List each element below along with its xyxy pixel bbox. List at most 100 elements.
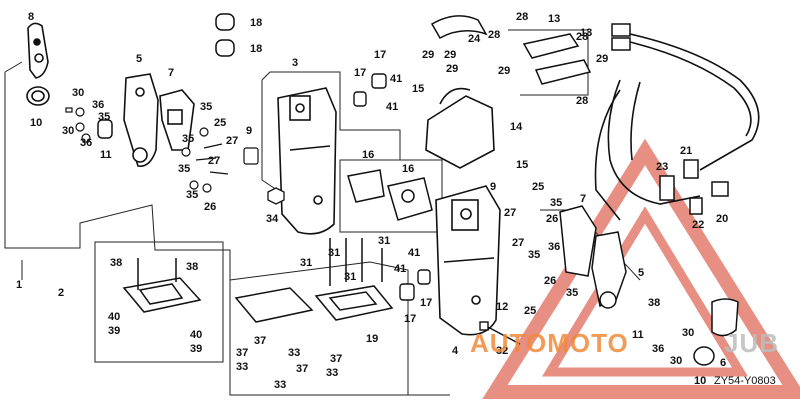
wire-harness	[594, 33, 760, 221]
callout-part-15: 15	[412, 83, 424, 95]
plate-part-16	[347, 169, 433, 221]
callout-part-30: 30	[62, 125, 74, 137]
arm-part-5-right	[591, 231, 627, 309]
cover-part-24	[430, 15, 488, 40]
callout-part-17: 17	[420, 297, 432, 309]
callout-part-13: 13	[548, 13, 560, 25]
bracket-part-17	[353, 73, 431, 301]
control-lever-part-8	[27, 22, 49, 79]
callout-part-11: 11	[632, 329, 644, 341]
callout-part-37: 37	[296, 363, 308, 375]
callout-part-31: 31	[344, 271, 356, 283]
callout-part-1: 1	[16, 279, 22, 291]
callout-part-29: 29	[422, 49, 434, 61]
callout-part-35: 35	[186, 189, 198, 201]
callout-part-33: 33	[274, 379, 286, 391]
callout-part-41: 41	[390, 73, 402, 85]
callout-part-9: 9	[490, 181, 496, 193]
callout-part-14: 14	[510, 121, 523, 133]
callout-part-18: 18	[250, 17, 262, 29]
callout-part-35: 35	[178, 163, 190, 175]
arm-part-5-left	[123, 73, 159, 167]
callout-part-40: 40	[108, 311, 120, 323]
callout-part-25: 25	[524, 305, 536, 317]
bolt-part-32	[479, 321, 521, 345]
callout-part-35: 35	[550, 197, 562, 209]
callout-part-39: 39	[108, 325, 120, 337]
callout-part-26: 26	[204, 201, 216, 213]
callout-part-23: 23	[656, 161, 668, 173]
callout-part-39: 39	[190, 343, 202, 355]
callout-part-10: 10	[694, 375, 706, 387]
callout-part-29: 29	[596, 53, 608, 65]
callout-part-28: 28	[488, 29, 500, 41]
callout-part-7: 7	[580, 193, 586, 205]
callout-part-20: 20	[716, 213, 728, 225]
callout-part-2: 2	[58, 287, 64, 299]
callout-part-13: 13	[580, 27, 592, 39]
callout-part-35: 35	[566, 287, 578, 299]
callout-part-37: 37	[254, 335, 266, 347]
bracket-part-7-right	[559, 205, 597, 277]
callout-part-33: 33	[326, 367, 338, 379]
diagram-code: ZY54-Y0803	[714, 375, 776, 387]
callout-part-16: 16	[402, 163, 414, 175]
housing-part-3	[277, 87, 337, 235]
watermark-word-grey: JUB	[724, 328, 779, 358]
callout-part-30: 30	[670, 355, 682, 367]
grip-part-10-left	[26, 86, 50, 106]
plate-part-19	[234, 238, 394, 323]
callout-part-30: 30	[682, 327, 694, 339]
callout-labels: 8 10 5 7 30 36 35 30 36 11 35 25 27 35 2…	[16, 11, 728, 391]
bolts-left-cluster	[65, 107, 259, 193]
callout-part-27: 27	[512, 237, 524, 249]
callout-part-17: 17	[354, 67, 366, 79]
callout-part-28: 28	[516, 11, 528, 23]
callout-part-9: 9	[246, 125, 252, 137]
callout-part-41: 41	[408, 247, 420, 259]
callout-part-12: 12	[496, 301, 508, 313]
callout-part-41: 41	[386, 101, 398, 113]
callout-part-17: 17	[374, 49, 386, 61]
callout-part-35: 35	[200, 101, 212, 113]
callout-part-3: 3	[292, 57, 298, 69]
callout-part-24: 24	[468, 33, 481, 45]
callout-part-31: 31	[378, 235, 390, 247]
callout-part-19: 19	[366, 333, 378, 345]
callout-part-18: 18	[250, 43, 262, 55]
bracket-part-13	[522, 33, 592, 85]
callout-part-36: 36	[92, 99, 104, 111]
callout-part-26: 26	[544, 275, 556, 287]
callout-part-16: 16	[362, 149, 374, 161]
callout-part-35: 35	[98, 111, 110, 123]
callout-part-36: 36	[548, 241, 560, 253]
callout-part-5: 5	[638, 267, 644, 279]
callout-part-7: 7	[168, 67, 174, 79]
callout-part-27: 27	[226, 135, 238, 147]
callout-part-35: 35	[528, 249, 540, 261]
callout-part-38: 38	[186, 261, 198, 273]
callout-part-22: 22	[692, 219, 704, 231]
grommet-part-18	[215, 13, 235, 57]
callout-part-11: 11	[100, 149, 112, 161]
callout-part-36: 36	[80, 137, 92, 149]
callout-part-35: 35	[182, 133, 194, 145]
callout-part-27: 27	[504, 207, 516, 219]
callout-part-27: 27	[208, 155, 220, 167]
callout-part-40: 40	[190, 329, 202, 341]
callout-part-26: 26	[546, 213, 558, 225]
callout-part-28: 28	[576, 31, 588, 43]
callout-part-5: 5	[136, 53, 142, 65]
watermark-word-orange: AUTOMOTO	[470, 328, 629, 358]
callout-part-37: 37	[330, 353, 342, 365]
nut-part-34	[267, 187, 285, 205]
callout-part-36: 36	[652, 343, 664, 355]
callout-part-10: 10	[30, 117, 42, 129]
callout-part-33: 33	[288, 347, 300, 359]
grip-part-6-right	[711, 298, 739, 337]
housing-part-4	[435, 185, 501, 336]
callout-part-4: 4	[452, 345, 459, 357]
callout-part-29: 29	[446, 63, 458, 75]
grip-part-10-right	[693, 346, 715, 366]
